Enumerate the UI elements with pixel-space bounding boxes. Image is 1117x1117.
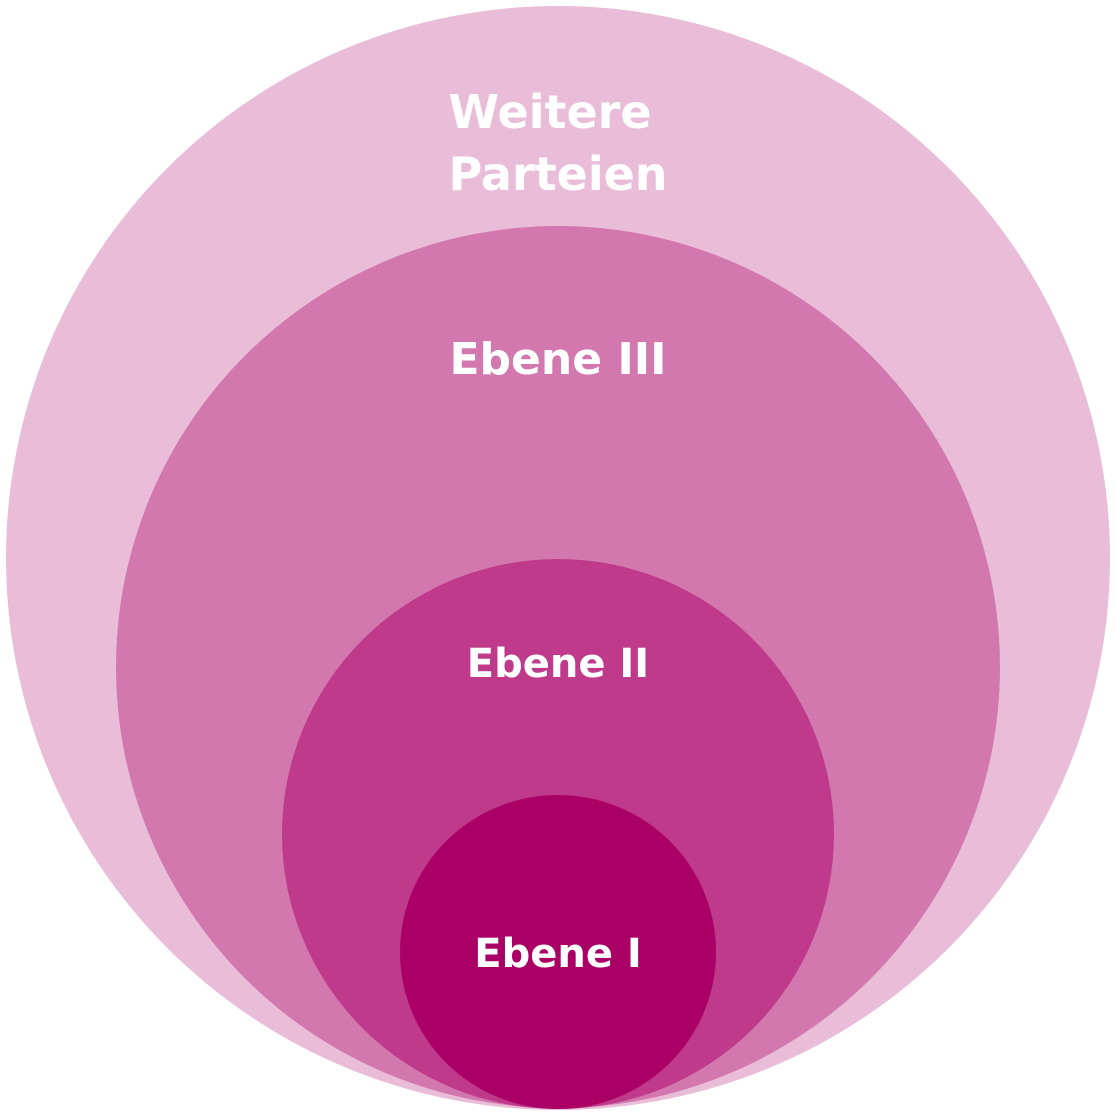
- label-weitere-parteien-line-2: Parteien: [448, 147, 667, 201]
- label-weitere-parteien: Weitere Parteien: [448, 85, 667, 201]
- label-ebene-1: Ebene I: [474, 931, 642, 977]
- label-ebene-2: Ebene II: [467, 641, 649, 687]
- label-ebene-3: Ebene III: [450, 334, 667, 385]
- circle-ebene-1: [400, 795, 716, 1109]
- label-weitere-parteien-line-1: Weitere: [448, 85, 651, 139]
